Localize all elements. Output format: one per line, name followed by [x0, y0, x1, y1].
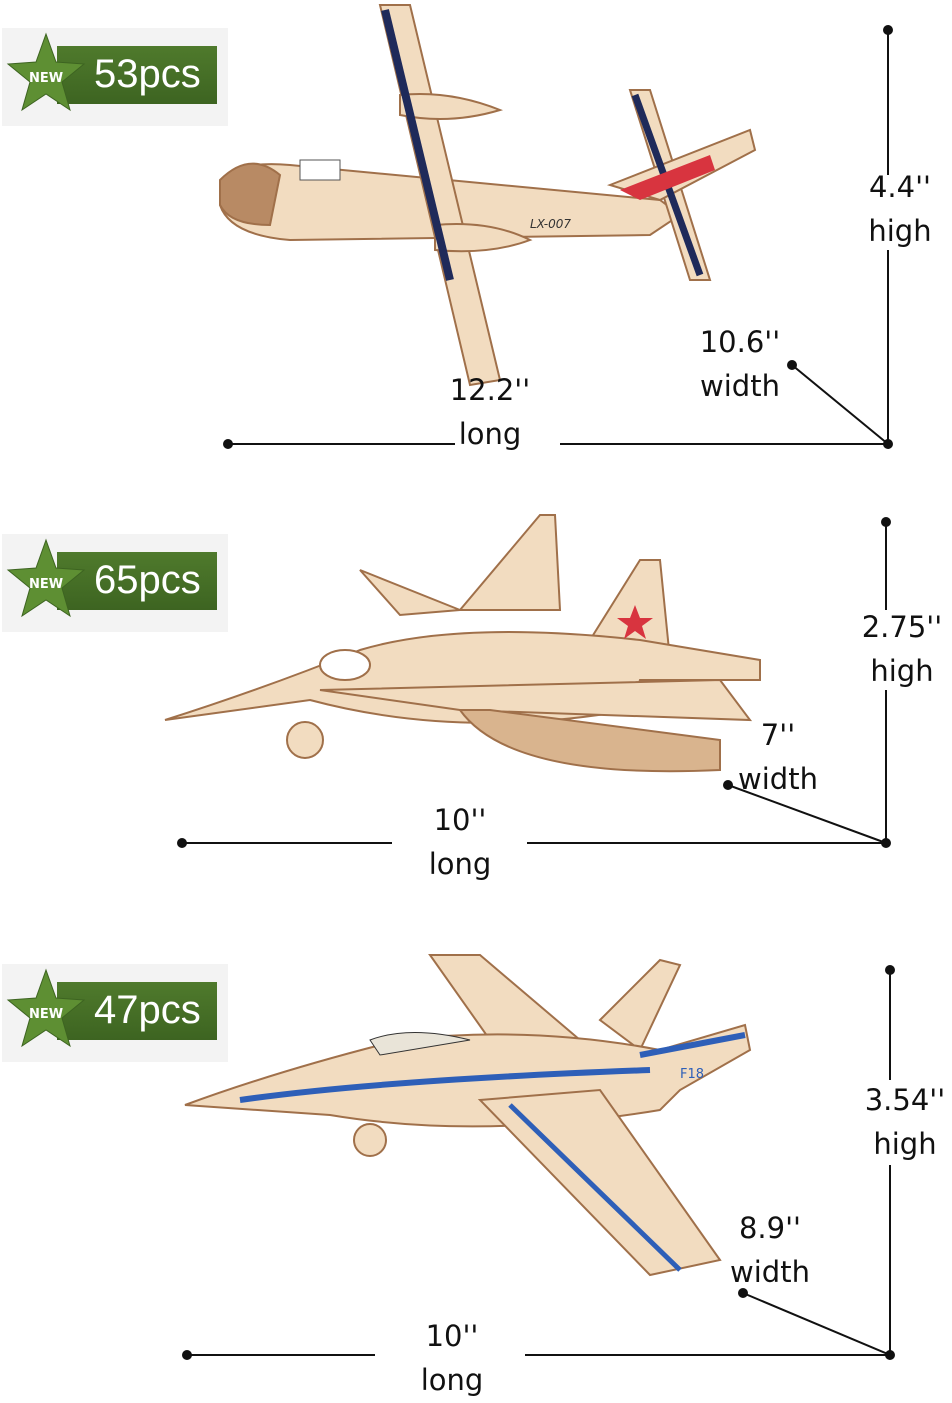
height-value: 3.54''	[864, 1083, 946, 1117]
new-tag-text: NEW	[29, 71, 63, 86]
new-tag-text: NEW	[29, 577, 63, 592]
width-value: 7''	[760, 718, 796, 752]
width-label-model-2: 7'' width	[728, 713, 828, 801]
length-value: 10''	[433, 803, 487, 837]
f18-model-image: F18	[184, 954, 752, 1277]
model-3-dimension-lines	[182, 965, 895, 1360]
length-unit-label: long	[458, 417, 522, 451]
new-tag-text: NEW	[29, 1007, 63, 1022]
model-1-dimension-lines	[223, 25, 893, 449]
new-star-icon: NEW	[6, 32, 86, 112]
width-label-model-1: 10.6'' width	[690, 320, 790, 408]
width-unit-label: width	[700, 369, 780, 403]
new-star-icon: NEW	[6, 538, 86, 618]
length-value: 10''	[425, 1319, 479, 1353]
badge-ribbon	[57, 552, 217, 610]
height-value: 2.75''	[861, 610, 943, 644]
height-label-model-3: 3.54'' high	[858, 1078, 952, 1166]
width-label-model-3: 8.9'' width	[720, 1206, 820, 1294]
height-label-model-1: 4.4'' high	[858, 165, 942, 253]
pieces-badge-model-1: NEW 53pcs	[2, 28, 228, 126]
width-unit-label: width	[730, 1255, 810, 1289]
length-label-model-1: 12.2'' long	[440, 368, 540, 456]
pieces-count: 53pcs	[94, 52, 201, 96]
width-value: 10.6''	[699, 325, 781, 359]
decal-text: F18	[680, 1067, 704, 1082]
width-unit-label: width	[738, 762, 818, 796]
length-label-model-2: 10'' long	[410, 798, 510, 886]
model-2-dimension-lines	[177, 517, 891, 848]
pieces-count: 47pcs	[94, 988, 201, 1032]
width-value: 8.9''	[738, 1211, 802, 1245]
length-value: 12.2''	[449, 373, 531, 407]
height-label-model-2: 2.75'' high	[855, 605, 949, 693]
new-star-icon: NEW	[6, 968, 86, 1048]
badge-ribbon	[57, 46, 217, 104]
length-unit-label: long	[420, 1363, 484, 1397]
length-label-model-3: 10'' long	[402, 1314, 502, 1402]
pieces-count: 65pcs	[94, 558, 201, 602]
decal-text: LX-007	[530, 217, 571, 231]
height-unit-label: high	[870, 654, 934, 688]
height-unit-label: high	[873, 1127, 937, 1161]
length-unit-label: long	[428, 847, 492, 881]
height-value: 4.4''	[868, 170, 932, 204]
seaplane-model-image: LX-007	[219, 4, 757, 387]
pieces-badge-model-3: NEW 47pcs	[2, 964, 228, 1062]
height-unit-label: high	[868, 214, 932, 248]
badge-ribbon	[57, 982, 217, 1040]
fighter-jet-model-image	[164, 514, 761, 773]
pieces-badge-model-2: NEW 65pcs	[2, 534, 228, 632]
